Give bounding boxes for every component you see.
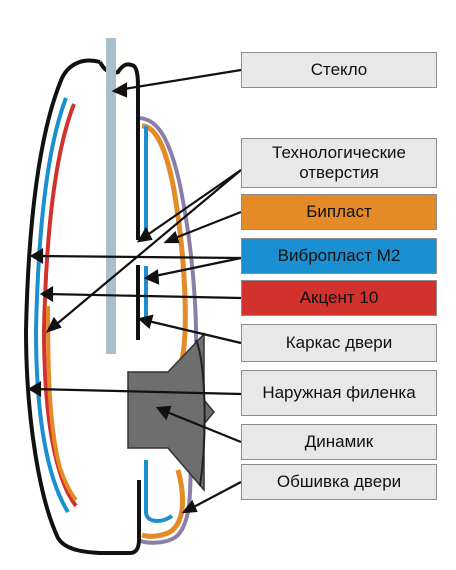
label-tech-holes: Технологические отверстия (241, 138, 437, 188)
glass-pane (106, 38, 116, 354)
door-outer-panel (23, 58, 141, 555)
label-glass: Стекло (241, 52, 437, 88)
biplast-outer-layer (46, 305, 78, 502)
vibroplast-lower-layer (144, 460, 174, 523)
vibroplast-outer-layer (33, 97, 70, 514)
pointer-lines (27, 68, 242, 514)
label-accent: Акцент 10 (241, 280, 437, 316)
label-speaker: Динамик (241, 424, 437, 460)
label-outer-panel: Наружная филенка (241, 370, 437, 416)
door-top-lip (98, 61, 140, 91)
label-biplast: Бипласт (241, 194, 437, 230)
label-vibroplast: Вибропласт М2 (241, 238, 437, 274)
speaker-cone-edge (195, 339, 206, 487)
label-trim: Обшивка двери (241, 464, 437, 500)
label-frame: Каркас двери (241, 324, 437, 362)
speaker-shape (127, 332, 215, 493)
